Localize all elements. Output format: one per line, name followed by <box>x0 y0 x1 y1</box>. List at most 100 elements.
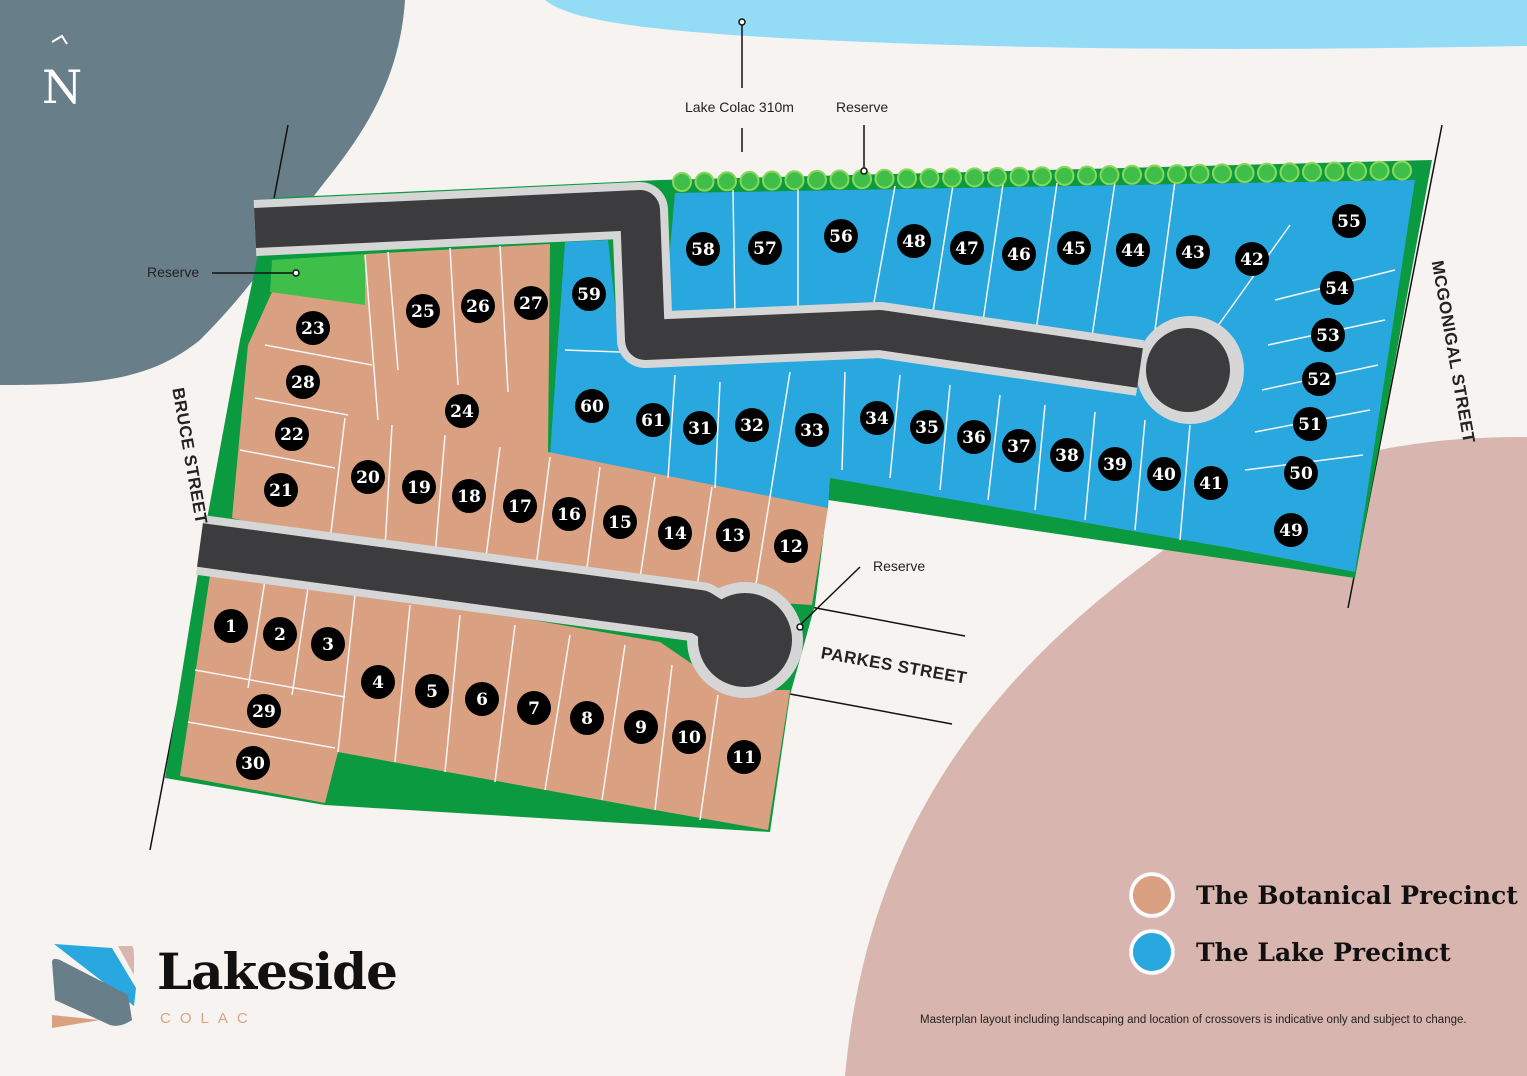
lot-marker-circle <box>575 389 609 423</box>
lot-number: 4 <box>372 673 384 693</box>
lot-37-marker[interactable]: 37 <box>1002 429 1036 463</box>
lot-52-marker[interactable]: 52 <box>1302 362 1336 396</box>
lot-36-marker[interactable]: 36 <box>957 420 991 454</box>
lot-13-marker[interactable]: 13 <box>716 518 750 552</box>
lot-61-marker[interactable]: 61 <box>636 403 670 437</box>
lot-15-marker[interactable]: 15 <box>603 505 637 539</box>
lot-number: 15 <box>608 513 632 533</box>
lot-58-marker[interactable]: 58 <box>686 232 720 266</box>
lot-29-marker[interactable]: 29 <box>247 694 281 728</box>
lot-32-marker[interactable]: 32 <box>735 408 769 442</box>
lot-number: 60 <box>580 397 604 417</box>
lot-marker-circle <box>1302 362 1336 396</box>
lot-49-marker[interactable]: 49 <box>1274 513 1308 547</box>
lot-54-marker[interactable]: 54 <box>1320 271 1354 305</box>
legend-botanical-label: The Botanical Precinct <box>1196 880 1518 910</box>
lot-18-marker[interactable]: 18 <box>452 479 486 513</box>
lake-swatch <box>1130 930 1174 974</box>
lot-44-marker[interactable]: 44 <box>1116 233 1150 267</box>
lot-marker-circle <box>636 403 670 437</box>
lake-colac <box>545 0 1527 49</box>
lot-60-marker[interactable]: 60 <box>575 389 609 423</box>
lot-16-marker[interactable]: 16 <box>552 497 586 531</box>
lot-2-marker[interactable]: 2 <box>263 617 297 651</box>
lot-42-marker[interactable]: 42 <box>1235 242 1269 276</box>
lot-11-marker[interactable]: 11 <box>727 740 761 774</box>
lot-6-marker[interactable]: 6 <box>465 682 499 716</box>
lot-50-marker[interactable]: 50 <box>1284 456 1318 490</box>
lot-12-marker[interactable]: 12 <box>774 529 808 563</box>
tree-icon <box>1167 164 1187 185</box>
lot-7-marker[interactable]: 7 <box>517 691 551 725</box>
lot-number: 27 <box>519 294 543 314</box>
lot-5-marker[interactable]: 5 <box>415 674 449 708</box>
lot-marker-circle <box>552 497 586 531</box>
lot-marker-circle <box>570 701 604 735</box>
lot-3-marker[interactable]: 3 <box>311 627 345 661</box>
lot-number: 35 <box>915 418 939 438</box>
lot-number: 37 <box>1007 437 1031 457</box>
lot-38-marker[interactable]: 38 <box>1050 438 1084 472</box>
lot-marker-circle <box>1284 456 1318 490</box>
lot-43-marker[interactable]: 43 <box>1176 235 1210 269</box>
tree-icon <box>897 168 917 189</box>
tree-icon <box>829 169 850 190</box>
lot-marker-circle <box>910 410 944 444</box>
tree-icon <box>1302 161 1322 182</box>
lot-20-marker[interactable]: 20 <box>351 460 385 494</box>
lot-41-marker[interactable]: 41 <box>1194 466 1228 500</box>
lot-14-marker[interactable]: 14 <box>658 516 692 550</box>
lot-23-marker[interactable]: 23 <box>296 311 330 345</box>
lot-4-marker[interactable]: 4 <box>361 665 395 699</box>
lot-marker-circle <box>236 746 270 780</box>
lot-27-marker[interactable]: 27 <box>514 286 548 320</box>
lot-57-marker[interactable]: 57 <box>748 231 782 265</box>
lot-marker-circle <box>1293 407 1327 441</box>
lot-33-marker[interactable]: 33 <box>795 413 829 447</box>
lot-53-marker[interactable]: 53 <box>1311 318 1345 352</box>
lot-55-marker[interactable]: 55 <box>1332 204 1366 238</box>
lot-marker-circle <box>402 470 436 504</box>
lot-marker-circle <box>311 627 345 661</box>
lot-34-marker[interactable]: 34 <box>860 401 894 435</box>
lot-46-marker[interactable]: 46 <box>1002 237 1036 271</box>
lot-51-marker[interactable]: 51 <box>1293 407 1327 441</box>
lot-number: 59 <box>577 285 601 305</box>
lot-30-marker[interactable]: 30 <box>236 746 270 780</box>
lot-26-marker[interactable]: 26 <box>461 289 495 323</box>
lot-marker-circle <box>950 231 984 265</box>
lot-40-marker[interactable]: 40 <box>1147 457 1181 491</box>
lot-marker-circle <box>247 694 281 728</box>
lot-marker-circle <box>264 473 298 507</box>
lot-8-marker[interactable]: 8 <box>570 701 604 735</box>
lot-9-marker[interactable]: 9 <box>624 710 658 744</box>
roads <box>196 182 1244 698</box>
lot-19-marker[interactable]: 19 <box>402 470 436 504</box>
lot-number: 25 <box>411 302 435 322</box>
lot-10-marker[interactable]: 10 <box>672 720 706 754</box>
lot-47-marker[interactable]: 47 <box>950 231 984 265</box>
lot-48-marker[interactable]: 48 <box>897 224 931 258</box>
lot-number: 36 <box>962 428 986 448</box>
lot-25-marker[interactable]: 25 <box>406 294 440 328</box>
lot-35-marker[interactable]: 35 <box>910 410 944 444</box>
lot-number: 51 <box>1298 415 1322 435</box>
lot-56-marker[interactable]: 56 <box>824 219 858 253</box>
slate-area <box>0 0 405 385</box>
lot-31-marker[interactable]: 31 <box>683 411 717 445</box>
lot-marker-circle <box>296 311 330 345</box>
lot-17-marker[interactable]: 17 <box>503 489 537 523</box>
lot-marker-circle <box>286 365 320 399</box>
lot-21-marker[interactable]: 21 <box>264 473 298 507</box>
lot-marker-circle <box>351 460 385 494</box>
lot-24-marker[interactable]: 24 <box>445 394 479 428</box>
lot-39-marker[interactable]: 39 <box>1098 447 1132 481</box>
lot-22-marker[interactable]: 22 <box>275 417 309 451</box>
lot-28-marker[interactable]: 28 <box>286 365 320 399</box>
lot-1-marker[interactable]: 1 <box>214 609 248 643</box>
lot-number: 45 <box>1062 239 1086 259</box>
lot-45-marker[interactable]: 45 <box>1057 231 1091 265</box>
lot-59-marker[interactable]: 59 <box>572 277 606 311</box>
lot-marker-circle <box>1320 271 1354 305</box>
lot-marker-circle <box>624 710 658 744</box>
